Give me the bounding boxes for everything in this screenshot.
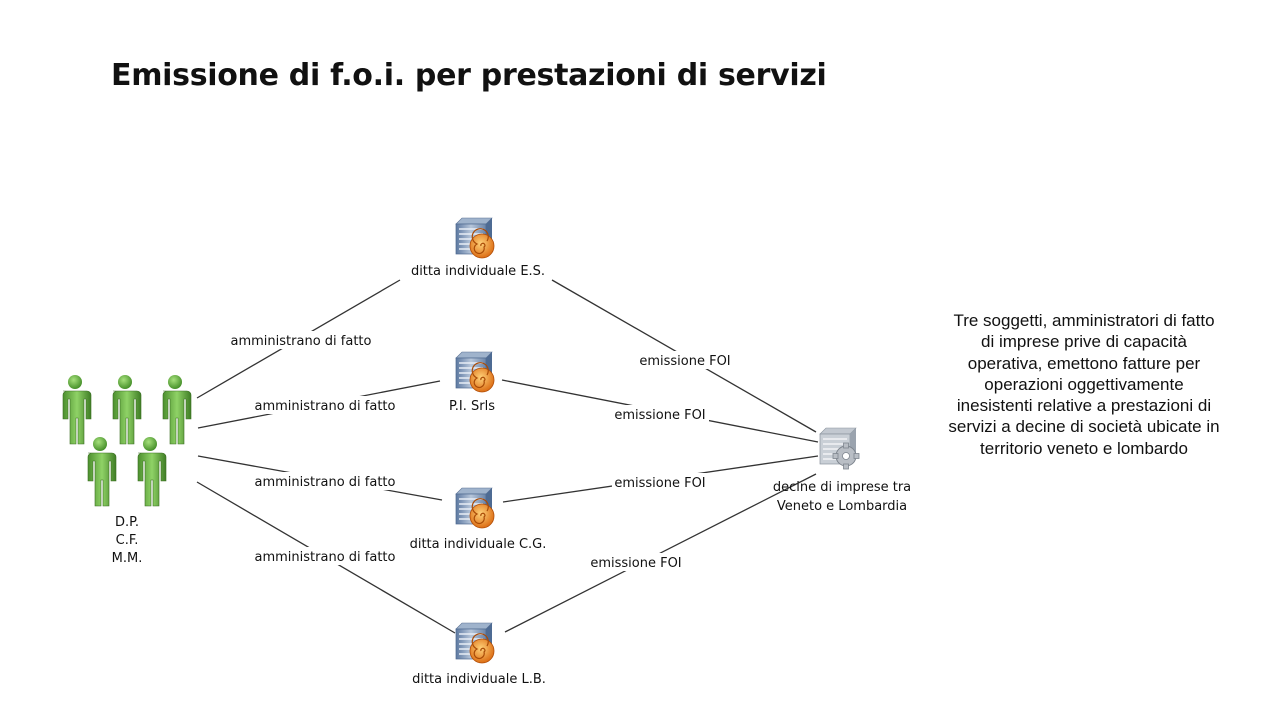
- people-label-mm: M.M.: [112, 551, 143, 566]
- edge-label-foi-3: emissione FOI: [614, 476, 705, 491]
- description-text: Tre soggetti, amministratori di fatto di…: [948, 311, 1220, 458]
- company-building-icon: [455, 622, 495, 664]
- company-gear-icon: [819, 427, 860, 470]
- people-label-cf: C.F.: [116, 533, 139, 548]
- company-building-icon: [455, 487, 495, 529]
- firm-label-pi: P.I. Srls: [449, 399, 495, 414]
- firm-label-lb: ditta individuale L.B.: [412, 672, 546, 687]
- edge-label-admin-4: amministrano di fatto: [255, 550, 396, 565]
- company-building-icon: [455, 351, 495, 393]
- firm-label-es: ditta individuale E.S.: [411, 264, 545, 279]
- edge-label-admin-1: amministrano di fatto: [231, 334, 372, 349]
- edge-label-admin-2: amministrano di fatto: [255, 399, 396, 414]
- people-group-icon: [62, 374, 192, 507]
- edge-label-foi-4: emissione FOI: [590, 556, 681, 571]
- edge-label-foi-2: emissione FOI: [614, 408, 705, 423]
- slide-title: Emissione di f.o.i. per prestazioni di s…: [111, 58, 827, 93]
- target-label-line2: Veneto e Lombardia: [777, 499, 907, 514]
- edge-labels: amministrano di fatto amministrano di fa…: [229, 331, 733, 571]
- people-label-dp: D.P.: [115, 515, 139, 530]
- edge-label-admin-3: amministrano di fatto: [255, 475, 396, 490]
- target-label-line1: decine di imprese tra: [773, 480, 911, 495]
- company-building-icon: [455, 217, 495, 259]
- edge-label-foi-1: emissione FOI: [639, 354, 730, 369]
- firm-label-cg: ditta individuale C.G.: [410, 537, 547, 552]
